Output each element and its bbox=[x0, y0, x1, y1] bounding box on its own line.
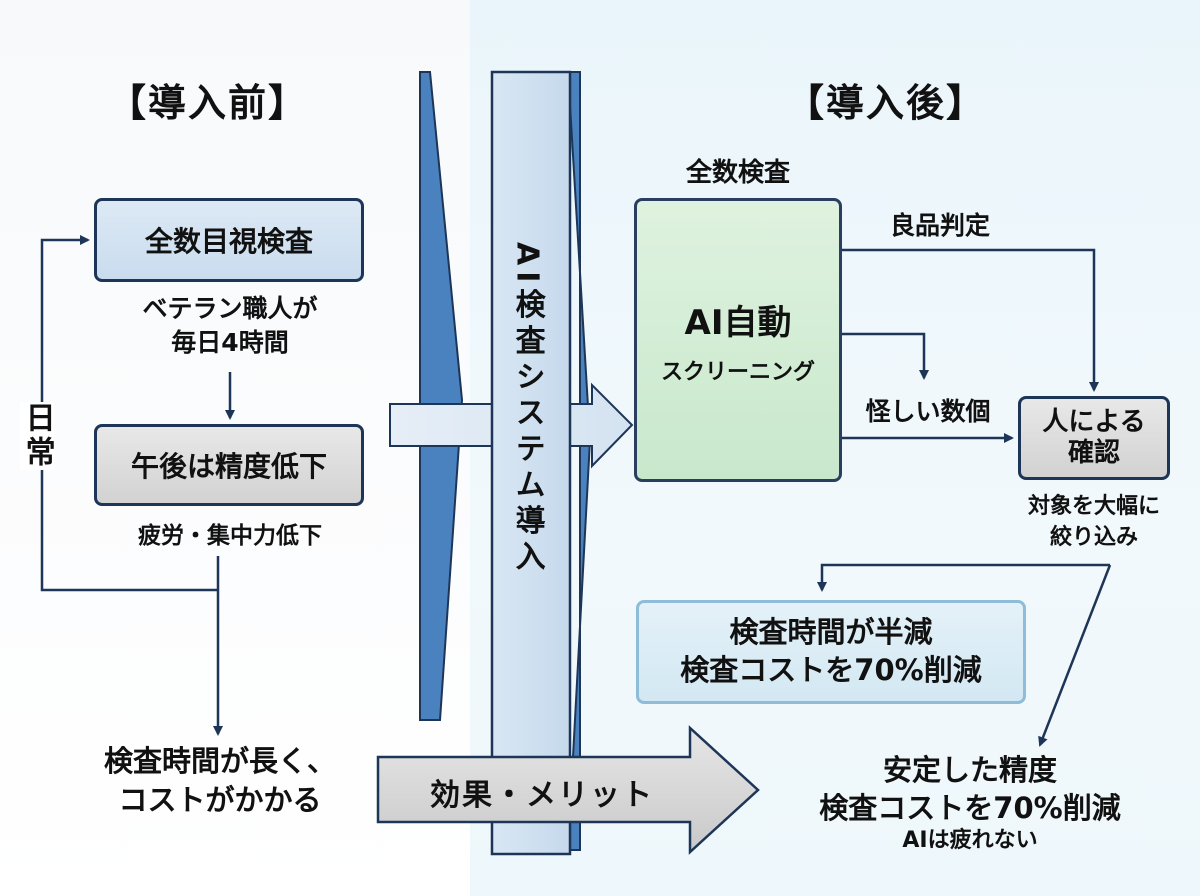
banner-rect bbox=[490, 70, 572, 856]
result-box-line1: 検査時間が半減 bbox=[729, 615, 933, 650]
human-box-line2: 確認 bbox=[1067, 438, 1120, 468]
before-result-line1: 検査時間が長く、 bbox=[103, 744, 336, 778]
stable-line1: 安定した精度 bbox=[882, 753, 1057, 787]
good-judgment-label: 良品判定 bbox=[889, 211, 990, 240]
narrow-line1: 対象を大幅に bbox=[1027, 494, 1160, 519]
narrow-line2: 絞り込み bbox=[1049, 524, 1138, 550]
step1-label: 全数目視検査 bbox=[144, 225, 313, 258]
loop-label: 日常 bbox=[19, 402, 55, 470]
step2-label: 午後は精度低下 bbox=[130, 450, 327, 483]
full-visual-inspection-box: 全数目視検査 bbox=[94, 198, 364, 282]
after-heading: 【導入後】 bbox=[786, 81, 987, 125]
human-check-box: 人による 確認 bbox=[1018, 396, 1170, 480]
before-result-line2: コストがかかる bbox=[118, 783, 322, 818]
small-down-line bbox=[840, 332, 929, 380]
effect-arrow-shape bbox=[376, 725, 760, 855]
before-heading: 【導入前】 bbox=[108, 81, 309, 125]
step1-note: ベテラン職人が 毎日4時間 bbox=[110, 292, 350, 360]
human-box-line1: 人による bbox=[1042, 406, 1146, 437]
right-wedge bbox=[566, 71, 592, 851]
before-result: 検査時間が長く、 コストがかかる bbox=[60, 742, 380, 820]
effect-label: 効果・メリット bbox=[430, 778, 654, 813]
time-cost-result-box: 検査時間が半減 検査コストを70%削減 bbox=[636, 600, 1026, 704]
stable-line3: AIは疲れない bbox=[902, 828, 1038, 854]
ai-box-title: AI自動 bbox=[684, 302, 792, 343]
stable-line bbox=[1038, 564, 1112, 747]
suspicious-label: 怪しい数個 bbox=[865, 397, 991, 426]
step1-note-line1: ベテラン職人が bbox=[142, 294, 318, 323]
step1-note-line2: 毎日4時間 bbox=[171, 327, 289, 357]
narrow-line bbox=[817, 563, 1110, 592]
stable-result: 安定した精度 検査コストを70%削減 AIは疲れない bbox=[780, 752, 1160, 856]
afternoon-accuracy-box: 午後は精度低下 bbox=[94, 424, 364, 506]
ai-screening-box: AI自動 スクリーニング bbox=[634, 198, 842, 482]
stable-line2: 検査コストを70%削減 bbox=[819, 790, 1121, 825]
left-wedge bbox=[419, 71, 464, 721]
ai-box-subtitle: スクリーニング bbox=[660, 359, 815, 385]
narrow-down-note: 対象を大幅に 絞り込み bbox=[996, 492, 1192, 554]
banner-label: AI検査システム導入 bbox=[509, 242, 545, 577]
good-judgment-line bbox=[840, 248, 1099, 392]
step2-note: 疲労・集中力低下 bbox=[138, 523, 322, 549]
all-inspection-label: 全数検査 bbox=[685, 158, 790, 188]
result-box-line2: 検査コストを70%削減 bbox=[680, 653, 982, 687]
